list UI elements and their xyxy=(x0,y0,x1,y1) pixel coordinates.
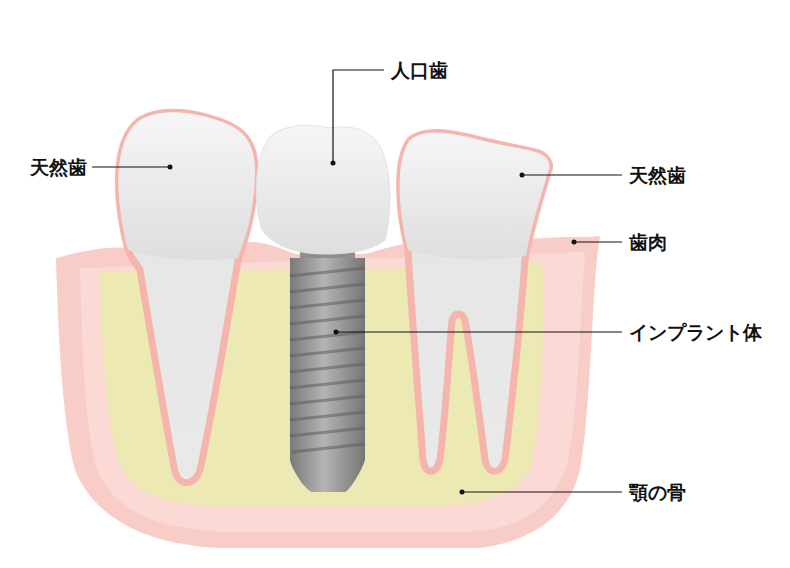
artificial-crown xyxy=(256,125,390,254)
part-label: 歯肉 xyxy=(628,231,668,254)
leader-dots xyxy=(168,161,577,495)
natural-tooth-left-crown xyxy=(118,112,255,260)
part-label: 人口歯 xyxy=(390,59,449,82)
part-label: 顎の骨 xyxy=(628,481,687,504)
natural-tooth-left xyxy=(118,112,255,482)
implant-body xyxy=(290,258,365,492)
leader-lines xyxy=(92,70,622,492)
natural-tooth-right xyxy=(400,132,550,471)
part-label: インプラント体 xyxy=(628,321,763,344)
part-label: 天然歯 xyxy=(29,156,88,179)
implant-threads xyxy=(290,268,365,452)
part-label: 天然歯 xyxy=(628,164,687,187)
natural-tooth-right-crown xyxy=(400,132,550,259)
